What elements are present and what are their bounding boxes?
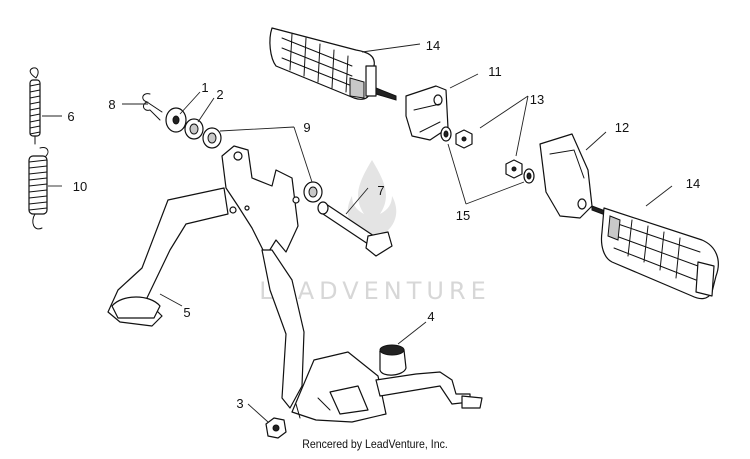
pivot-pin <box>317 201 393 257</box>
spring-10 <box>28 147 49 230</box>
nut-3 <box>265 417 287 439</box>
callout-9: 9 <box>303 120 310 135</box>
callout-14-upper: 14 <box>426 38 440 53</box>
callout-14-lower: 14 <box>686 176 700 191</box>
callout-5: 5 <box>183 305 190 320</box>
spring-6 <box>29 67 41 145</box>
footpeg-bracket-11 <box>405 85 449 141</box>
centre-stand <box>107 145 387 423</box>
callout-10: 10 <box>73 179 87 194</box>
washer-1 <box>165 107 187 133</box>
footpeg-bracket-12 <box>539 133 593 219</box>
callout-13: 13 <box>530 92 544 107</box>
nut-13-upper <box>455 129 473 149</box>
callout-7: 7 <box>377 183 384 198</box>
leader-lines <box>42 43 673 423</box>
footpeg-upper <box>269 27 397 101</box>
callout-3: 3 <box>236 396 243 411</box>
washer-15-lower <box>523 168 535 184</box>
callout-11: 11 <box>488 64 502 79</box>
washer-9-upper <box>202 127 222 149</box>
washer-2 <box>184 118 204 140</box>
callout-12: 12 <box>615 120 629 135</box>
flame-logo-icon <box>347 160 397 240</box>
callout-15: 15 <box>456 208 470 223</box>
callout-8: 8 <box>108 97 115 112</box>
stand-lever <box>375 344 483 409</box>
credit-line: Rencered by LeadVenture, Inc. <box>302 437 448 451</box>
callout-6: 6 <box>67 109 74 124</box>
callout-labels: 1 2 3 4 5 6 7 8 9 10 11 12 13 14 14 15 <box>67 38 700 411</box>
split-pin <box>142 93 163 121</box>
callout-1: 1 <box>201 80 208 95</box>
nut-13-lower <box>505 159 523 179</box>
callout-2: 2 <box>216 87 223 102</box>
washer-9-lower <box>303 181 323 203</box>
washer-15-upper <box>440 126 452 142</box>
callout-4: 4 <box>427 309 434 324</box>
footpeg-lower <box>591 205 719 300</box>
